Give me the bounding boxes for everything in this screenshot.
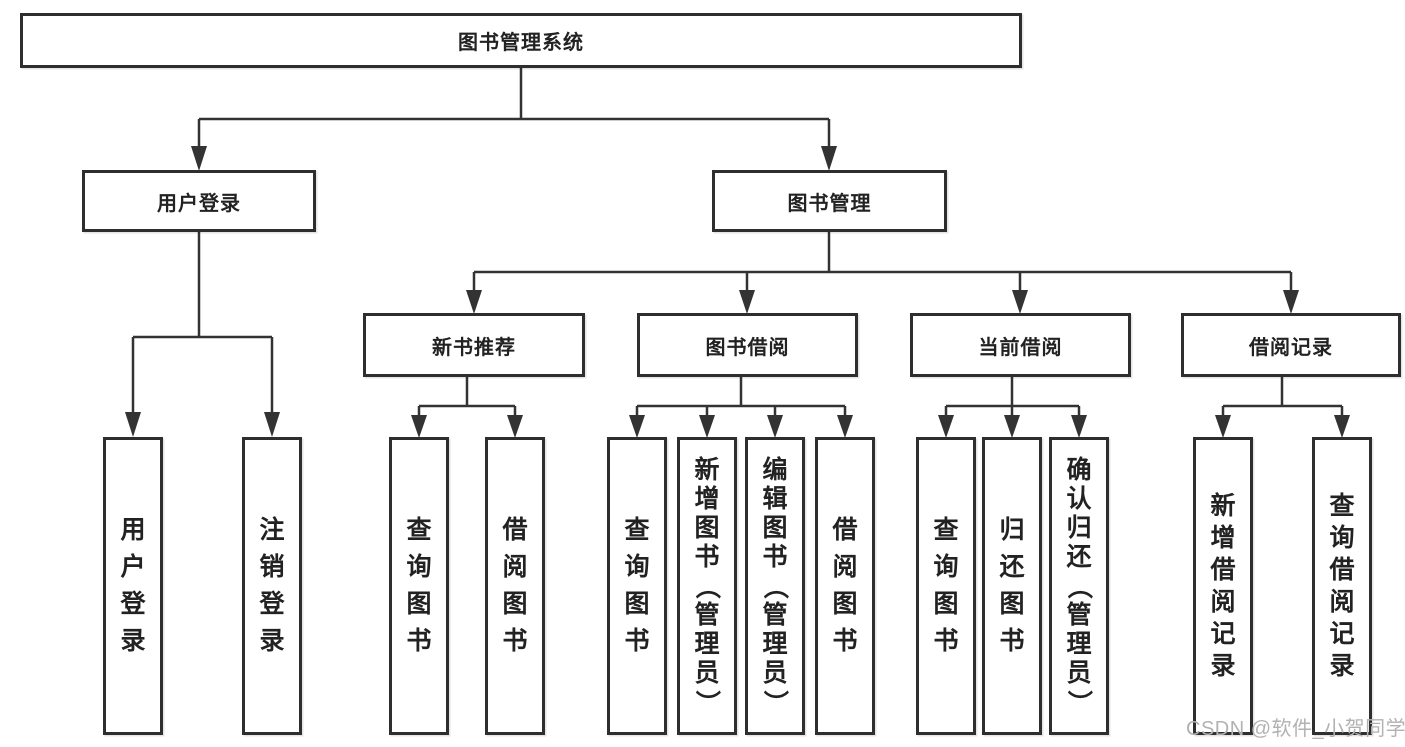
node-book-management-label: 图书管理 xyxy=(787,192,872,215)
leaf-logout-label: 注销登录 xyxy=(259,516,285,655)
leaf-add-book-admin: 新增图书（管理员） xyxy=(677,437,737,735)
node-new-book-recommend-label: 新书推荐 xyxy=(432,336,516,359)
leaf-user-login: 用户登录 xyxy=(103,437,163,735)
leaf-user-login-label: 用户登录 xyxy=(120,516,146,655)
node-user-login: 用户登录 xyxy=(82,170,316,232)
leaf-query-books-borrow-label: 查询图书 xyxy=(624,516,650,655)
node-borrowing-records: 借阅记录 xyxy=(1181,313,1401,377)
node-current-borrowing-label: 当前借阅 xyxy=(978,336,1063,359)
arrowhead xyxy=(1071,415,1087,438)
arrowhead xyxy=(938,415,954,438)
connector-path xyxy=(131,68,1344,417)
node-root: 图书管理系统 xyxy=(20,13,1022,68)
arrowhead xyxy=(767,415,783,438)
node-root-label: 图书管理系统 xyxy=(458,32,584,54)
arrowhead xyxy=(191,146,207,171)
node-borrowing-records-label: 借阅记录 xyxy=(1249,336,1333,359)
leaf-confirm-return-admin: 确认归还（管理员） xyxy=(1049,437,1109,735)
arrowhead xyxy=(629,415,645,438)
leaf-borrow-books-label: 借阅图书 xyxy=(832,516,858,655)
arrowhead xyxy=(699,415,715,438)
leaf-edit-book-admin-label: 编辑图书（管理员） xyxy=(761,455,790,715)
arrowhead xyxy=(125,412,141,437)
leaf-add-book-admin-label: 新增图书（管理员） xyxy=(693,455,722,715)
arrowhead xyxy=(739,290,755,314)
leaf-return-books-label: 归还图书 xyxy=(999,516,1025,655)
arrowhead xyxy=(1283,290,1299,314)
leaf-edit-book-admin: 编辑图书（管理员） xyxy=(745,437,805,735)
arrowhead xyxy=(837,415,853,438)
leaf-add-borrow-record-label: 新增借阅记录 xyxy=(1210,491,1236,680)
node-user-login-label: 用户登录 xyxy=(157,192,241,215)
node-book-borrowing: 图书借阅 xyxy=(637,313,858,377)
arrowhead xyxy=(1012,290,1028,314)
leaf-borrow-books-recommend-label: 借阅图书 xyxy=(502,516,528,655)
arrowhead xyxy=(466,290,482,314)
node-book-borrowing-label: 图书借阅 xyxy=(705,336,790,359)
watermark: CSDN @软件_小贺同学 xyxy=(1186,718,1405,740)
leaf-borrow-books: 借阅图书 xyxy=(815,437,875,735)
arrowhead xyxy=(1334,415,1350,438)
node-new-book-recommend: 新书推荐 xyxy=(363,313,585,377)
leaf-query-books-current: 查询图书 xyxy=(916,437,976,735)
arrowhead xyxy=(1215,415,1231,438)
arrowhead xyxy=(821,146,837,171)
leaf-return-books: 归还图书 xyxy=(982,437,1042,735)
leaf-add-borrow-record: 新增借阅记录 xyxy=(1193,437,1253,735)
arrowhead xyxy=(507,415,523,438)
leaf-query-books-borrow: 查询图书 xyxy=(607,437,667,735)
arrowhead xyxy=(411,415,427,438)
leaf-query-books-recommend: 查询图书 xyxy=(389,437,449,735)
arrowhead xyxy=(1004,415,1020,438)
leaf-borrow-books-recommend: 借阅图书 xyxy=(485,437,545,735)
leaf-logout: 注销登录 xyxy=(242,437,302,735)
leaf-query-books-current-label: 查询图书 xyxy=(933,516,959,655)
node-book-management: 图书管理 xyxy=(712,170,947,232)
leaf-query-borrow-record: 查询借阅记录 xyxy=(1312,437,1372,735)
leaf-confirm-return-admin-label: 确认归还（管理员） xyxy=(1065,455,1094,715)
leaf-query-borrow-record-label: 查询借阅记录 xyxy=(1329,491,1355,680)
node-current-borrowing: 当前借阅 xyxy=(910,313,1131,377)
leaf-query-books-recommend-label: 查询图书 xyxy=(406,516,432,655)
arrowhead xyxy=(264,412,280,437)
